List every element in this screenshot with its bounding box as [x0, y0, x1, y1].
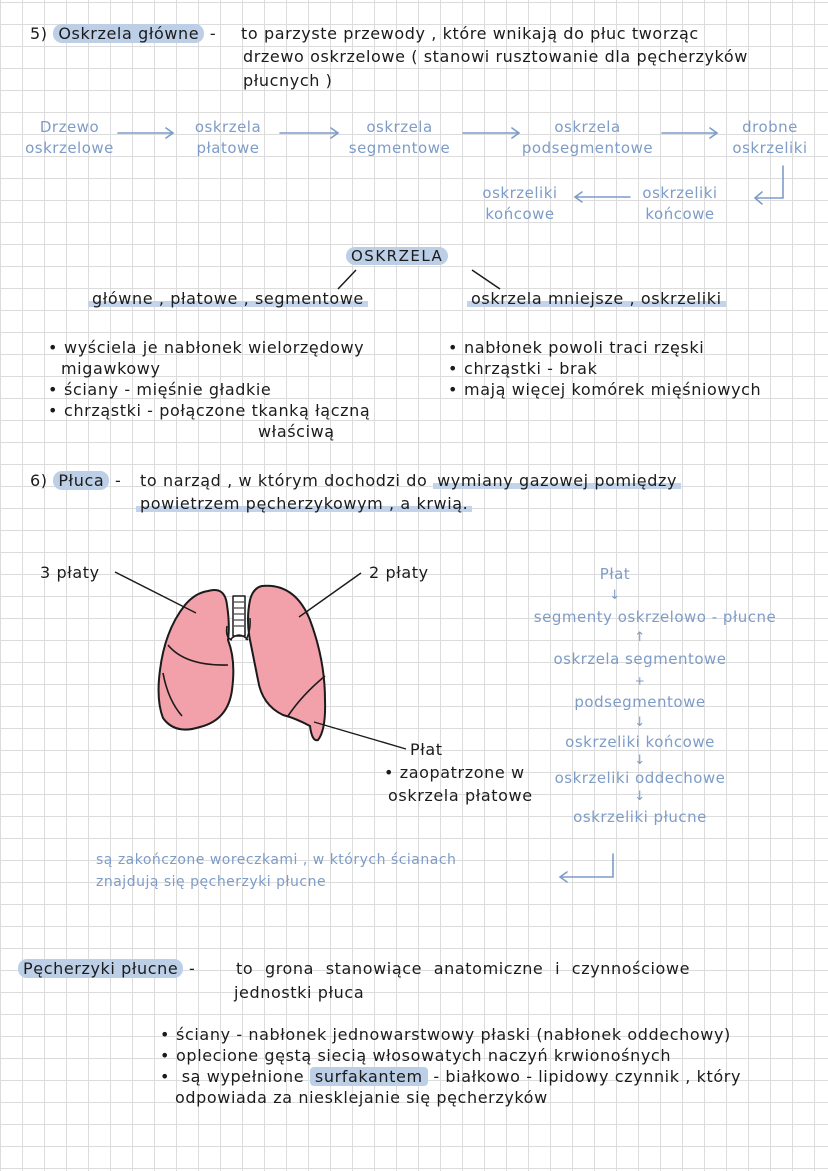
arrow-right-icon — [279, 127, 340, 139]
definition-line-1: to parzyste przewody , które wnikają do … — [241, 24, 699, 43]
arrow-down-icon: ↓ — [634, 715, 646, 730]
term-pecherzyki-plucne: Pęcherzyki płucne — [18, 959, 184, 978]
section-6-heading: 6) Płuca - — [30, 471, 121, 490]
flow-node-line: drobne — [742, 118, 798, 136]
bullet-item-continuation: migawkowy — [61, 359, 161, 378]
flow-item-oskrzeliki-oddechowe: oskrzeliki oddechowe — [554, 769, 726, 787]
flow-node-platowe: oskrzela płatowe — [178, 117, 278, 159]
branch-left-label: główne , płatowe , segmentowe — [88, 289, 368, 308]
bullet-item: mają więcej komórek mięśniowych — [448, 379, 761, 400]
bullet-item-continuation: odpowiada za niesklejanie się pęcherzykó… — [175, 1088, 548, 1107]
flow-node-line: podsegmentowe — [521, 139, 654, 157]
alveolar-note-line-1: są zakończone woreczkami , w których ści… — [96, 852, 457, 868]
flow-node-line: oskrzela — [366, 118, 433, 136]
bullet-item: są wypełnione surfakantem - białkowo - l… — [160, 1066, 741, 1087]
flow-node-drzewo: Drzewo oskrzelowe — [12, 117, 127, 159]
flow-node-koncowe-1: oskrzeliki końcowe — [630, 183, 730, 225]
term-pluca: Płuca — [53, 471, 110, 490]
definition-line-2: drzewo oskrzelowe ( stanowi rusztowanie … — [243, 47, 748, 66]
term-oskrzela-glowne: Oskrzela główne — [53, 24, 205, 43]
arrow-up-icon: ↑ — [634, 630, 646, 645]
flow-node-segmentowe: oskrzela segmentowe — [342, 117, 457, 159]
label-lobe-note-1: • zaopatrzone w — [384, 763, 525, 782]
flow-node-line: oskrzela — [194, 118, 262, 136]
arrow-down-icon: ↓ — [609, 587, 621, 603]
arrow-right-icon — [661, 127, 719, 139]
lobe-flow: Płat ↓ segmenty oskrzelowo - płucne ↑ os… — [510, 563, 810, 829]
label-2-lobes: 2 płaty — [369, 563, 429, 582]
flow-node-line: segmentowe — [348, 139, 451, 157]
alveoli-definition-line-2: jednostki płuca — [234, 983, 365, 1002]
label-3-lobes: 3 płaty — [40, 563, 100, 582]
bullet-item: wyściela je nabłonek wielorzędowy — [48, 337, 370, 358]
arrow-left-icon — [573, 191, 631, 203]
flow-node-line: płatowe — [196, 139, 260, 157]
arrow-return-icon — [753, 165, 784, 205]
left-bullet-list: wyściela je nabłonek wielorzędowy migawk… — [48, 337, 370, 442]
term-dash: - — [189, 959, 196, 978]
flow-node-line: Drzewo — [39, 118, 100, 136]
alveoli-definition-line-1: to grona stanowiące anatomiczne i czynno… — [236, 959, 691, 978]
flow-node-drobne: drobne oskrzeliki — [720, 117, 820, 159]
alveoli-bullet-list: ściany - nabłonek jednowarstwowy płaski … — [160, 1024, 741, 1108]
definition-line-3: płucnych ) — [243, 71, 333, 90]
return-arrow — [558, 853, 614, 883]
arrow-down-icon: ↓ — [634, 789, 646, 804]
flow-item-oskrzeliki-koncowe: oskrzeliki końcowe — [565, 733, 715, 751]
branch-right-label: oskrzela mniejsze , oskrzeliki — [467, 289, 726, 308]
section-number: 5) — [30, 24, 48, 43]
arrow-down-icon: ↓ — [634, 753, 646, 768]
flow-node-line: końcowe — [485, 205, 555, 223]
flow-node-line: oskrzela — [554, 118, 621, 136]
flow-node-line: oskrzeliki — [482, 184, 558, 202]
arrow-right-icon — [462, 127, 521, 139]
lungs-definition-line-2: powietrzem pęcherzykowym , a krwią. — [136, 494, 473, 513]
term-dash: - — [209, 24, 217, 43]
flow-node-line: oskrzeliki — [642, 184, 718, 202]
definition-highlight: wymiany gazowej pomiędzy — [433, 471, 682, 490]
flow-arrows — [117, 127, 784, 205]
leader-lines — [114, 571, 407, 750]
definition-text: to narząd , w którym dochodzi do — [140, 471, 428, 490]
bronchi-branch-lines — [337, 269, 501, 290]
flow-node-line: oskrzelowe — [25, 139, 114, 157]
bullet-item: nabłonek powoli traci rzęski — [448, 337, 761, 358]
arrow-right-icon — [117, 127, 175, 139]
bullet-item: oplecione gęstą siecią włosowatych naczy… — [160, 1045, 741, 1066]
label-lobe: Płat — [410, 740, 443, 759]
arrow-return-left-icon — [558, 853, 614, 883]
right-bullet-list: nabłonek powoli traci rzęski chrząstki -… — [448, 337, 761, 400]
label-lobe-note-2: oskrzela płatowe — [388, 786, 533, 805]
alveoli-heading: Pęcherzyki płucne - — [18, 959, 195, 978]
bullet-item-continuation: właściwą — [258, 422, 335, 441]
flow-item-plat: Płat — [599, 565, 631, 583]
flow-node-koncowe-2: oskrzeliki końcowe — [470, 183, 570, 225]
bullet-item: chrząstki - brak — [448, 358, 761, 379]
bullet-item: chrząstki - połączone tkanką łączną — [48, 400, 370, 421]
flow-node-podsegmentowe: oskrzela podsegmentowe — [515, 117, 660, 159]
flow-item-oskrzela-segmentowe: oskrzela segmentowe — [553, 650, 727, 668]
bronchi-title: OSKRZELA — [346, 247, 449, 265]
right-lung-icon — [157, 589, 235, 731]
term-dash: - — [114, 471, 122, 490]
bullet-item: ściany - nabłonek jednowarstwowy płaski … — [160, 1024, 741, 1045]
plus-icon: + — [634, 673, 646, 688]
alveolar-note-line-2: znajdują się pęcherzyki płucne — [96, 874, 327, 890]
flow-item-podsegmentowe: podsegmentowe — [574, 692, 706, 711]
bullet-item: ściany - mięśnie gładkie — [48, 379, 370, 400]
bullet-text: - białkowo - lipidowy czynnik , który — [433, 1067, 742, 1086]
section-5-heading: 5) Oskrzela główne - — [30, 24, 216, 43]
lungs-illustration — [114, 571, 407, 750]
flow-node-line: końcowe — [645, 205, 715, 223]
section-number: 6) — [30, 471, 48, 490]
flow-item-segmenty: segmenty oskrzelowo - płucne — [533, 607, 777, 626]
left-lung-icon — [247, 584, 327, 742]
bullet-text: są wypełnione — [181, 1067, 305, 1086]
term-surfakant: surfakantem — [309, 1067, 428, 1086]
flow-node-line: oskrzeliki — [732, 139, 808, 157]
flow-item-oskrzeliki-plucne: oskrzeliki płucne — [573, 808, 707, 826]
lungs-definition-line-1: to narząd , w którym dochodzi do wymiany… — [140, 471, 682, 490]
